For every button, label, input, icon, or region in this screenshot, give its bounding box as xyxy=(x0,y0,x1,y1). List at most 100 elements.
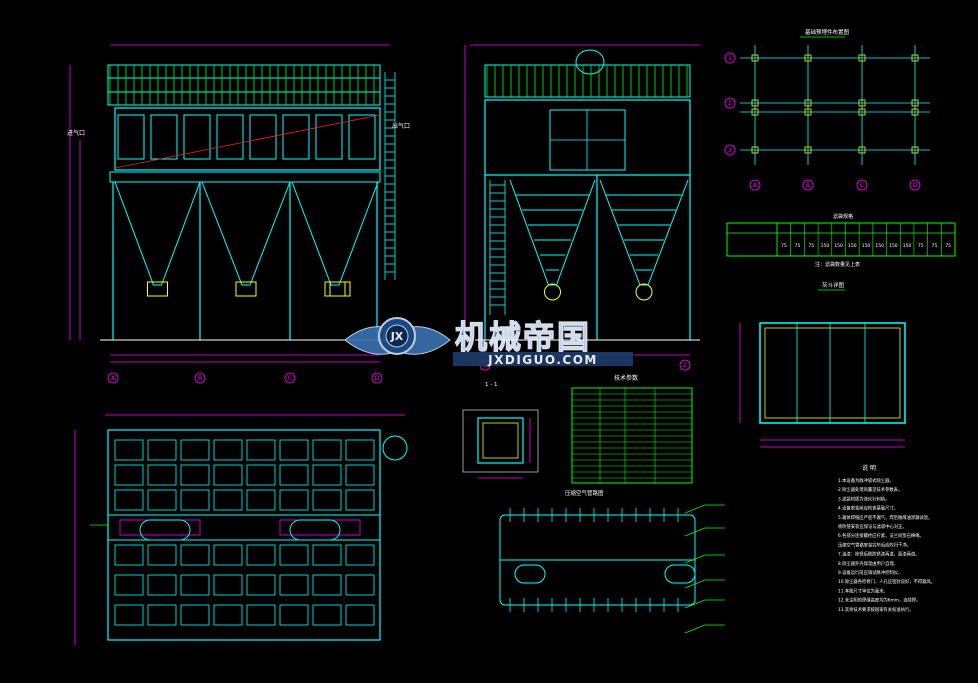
technical-parameter-table: 技术参数 xyxy=(571,374,693,484)
filter-bag-row xyxy=(114,544,144,566)
note-line: 喷吹管安装应保证与滤袋中心对正。 xyxy=(838,523,907,530)
filter-bag-row xyxy=(246,604,276,626)
anchor-plate xyxy=(911,54,919,62)
filter-bag-row xyxy=(180,604,210,626)
pipe-leader xyxy=(684,624,706,634)
anchor-axis-col-label: A xyxy=(753,182,758,189)
inspection-door xyxy=(183,114,211,160)
pipe-leader xyxy=(684,579,706,589)
anchor-plate xyxy=(858,54,866,62)
hopper-detail-title: 灰斗详图 xyxy=(822,281,845,289)
filter-bag-row xyxy=(213,544,243,566)
front-axis-label: C xyxy=(288,375,292,382)
filter-bag-row xyxy=(213,439,243,461)
anchor-plate xyxy=(911,146,919,154)
filter-bag-row xyxy=(147,464,177,486)
site-watermark: JX 机械帝国 JXDIGUO.COM xyxy=(344,317,633,367)
filter-bag-row xyxy=(180,439,210,461)
filter-bag-row xyxy=(312,439,342,461)
anchor-plate xyxy=(751,108,759,116)
anchor-plate xyxy=(751,99,759,107)
filter-bag-row xyxy=(312,604,342,626)
filter-bag-row xyxy=(213,464,243,486)
anchor-axis-row-circle xyxy=(724,144,736,156)
anchor-plate xyxy=(858,99,866,107)
note-line: 10.除尘器各检修门、人孔应密封良好，不得漏风。 xyxy=(838,578,935,585)
filter-bag-row xyxy=(180,464,210,486)
notes-block: 说 明 1.本设备为脉冲袋式除尘器。 2.除尘器处理风量见技术参数表。 3.滤袋材质… xyxy=(838,464,935,613)
anchor-axis-col-circle xyxy=(802,179,814,191)
hopper-cone xyxy=(599,179,689,286)
hopper-cone xyxy=(114,181,201,286)
rotary-valve xyxy=(544,283,561,301)
note-line: 11.本图尺寸单位为毫米。 xyxy=(838,587,888,594)
anchor-axis-col-circle xyxy=(909,179,921,191)
filter-bag-row xyxy=(114,464,144,486)
note-line: 7.油漆：除锈后刷防锈漆两道，面漆两道。 xyxy=(838,551,919,558)
pipe-leader xyxy=(684,554,706,564)
filter-cell-value: 75 xyxy=(918,243,924,249)
filter-cell-value: 150 xyxy=(862,243,871,249)
filter-bag-row xyxy=(279,574,309,596)
anchor-plate xyxy=(751,146,759,154)
filter-bag-row xyxy=(345,544,375,566)
front-axis-label: B xyxy=(198,375,202,382)
inspection-door xyxy=(216,114,244,160)
tech-table-title: 技术参数 xyxy=(614,374,638,382)
filter-bag-row xyxy=(345,604,375,626)
filter-table-note: 注：滤袋数量见上表 xyxy=(815,261,860,268)
anchor-plate xyxy=(804,99,812,107)
hopper-cone xyxy=(509,179,596,286)
inspection-door xyxy=(117,114,145,160)
filter-bag-row xyxy=(114,439,144,461)
filter-bag-row xyxy=(213,574,243,596)
inspection-door xyxy=(249,114,277,160)
front-axis-circle xyxy=(194,372,206,384)
hopper-cone xyxy=(201,181,291,286)
filter-bag-row xyxy=(246,544,276,566)
filter-cell-value: 75 xyxy=(795,243,801,249)
filter-cell-value: 75 xyxy=(932,243,938,249)
discharge-valve xyxy=(147,281,168,297)
anchor-axis-col-label: D xyxy=(913,182,918,189)
watermark-en-bar xyxy=(453,352,633,366)
filter-bag-row xyxy=(345,464,375,486)
watermark-chinese-text: 机械帝国 xyxy=(455,318,591,356)
filter-cell-value: 75 xyxy=(808,243,814,249)
pipe-leader xyxy=(684,599,706,609)
anchor-axis-row-circle xyxy=(724,52,736,64)
filter-bag-row xyxy=(147,544,177,566)
note-line: 4.设备安装前应检查基础尺寸。 xyxy=(838,505,898,512)
filter-bag-row xyxy=(246,464,276,486)
side-elevation-view: 12 xyxy=(464,44,700,371)
section-1-1-view: 1 - 1 xyxy=(462,382,539,479)
filter-cell-value: 150 xyxy=(821,243,830,249)
pipe-diagram-title: 压缩空气管路图 xyxy=(565,489,604,497)
filter-bag-row xyxy=(147,574,177,596)
note-line: 压缩空气管路安装完毕后应吹扫干净。 xyxy=(838,541,911,548)
inspection-door xyxy=(282,114,310,160)
note-line: 2.除尘器处理风量见技术参数表。 xyxy=(838,486,902,493)
anchor-plate xyxy=(804,54,812,62)
filter-bag-row xyxy=(213,489,243,511)
note-line: 3.滤袋材质为涤纶针刺毡。 xyxy=(838,495,889,502)
filter-cell-value: 150 xyxy=(834,243,843,249)
discharge-valve xyxy=(235,281,257,297)
filter-bag-row xyxy=(345,574,375,596)
anchor-plate xyxy=(804,146,812,154)
filter-bag-row xyxy=(147,604,177,626)
notes-title: 说 明 xyxy=(862,464,876,472)
filter-bag-row xyxy=(279,604,309,626)
filter-table-title: 滤袋规格 xyxy=(833,213,853,220)
note-line: 1.本设备为脉冲袋式除尘器。 xyxy=(838,477,894,484)
filter-cell-value: 150 xyxy=(889,243,898,249)
side-axis-circle xyxy=(679,359,691,371)
rotary-valve xyxy=(635,283,653,301)
filter-bag-row xyxy=(114,489,144,511)
note-line: 9.设备运行前应调试脉冲控制仪。 xyxy=(838,569,902,576)
filter-bag-row xyxy=(180,574,210,596)
filter-bag-row xyxy=(114,604,144,626)
